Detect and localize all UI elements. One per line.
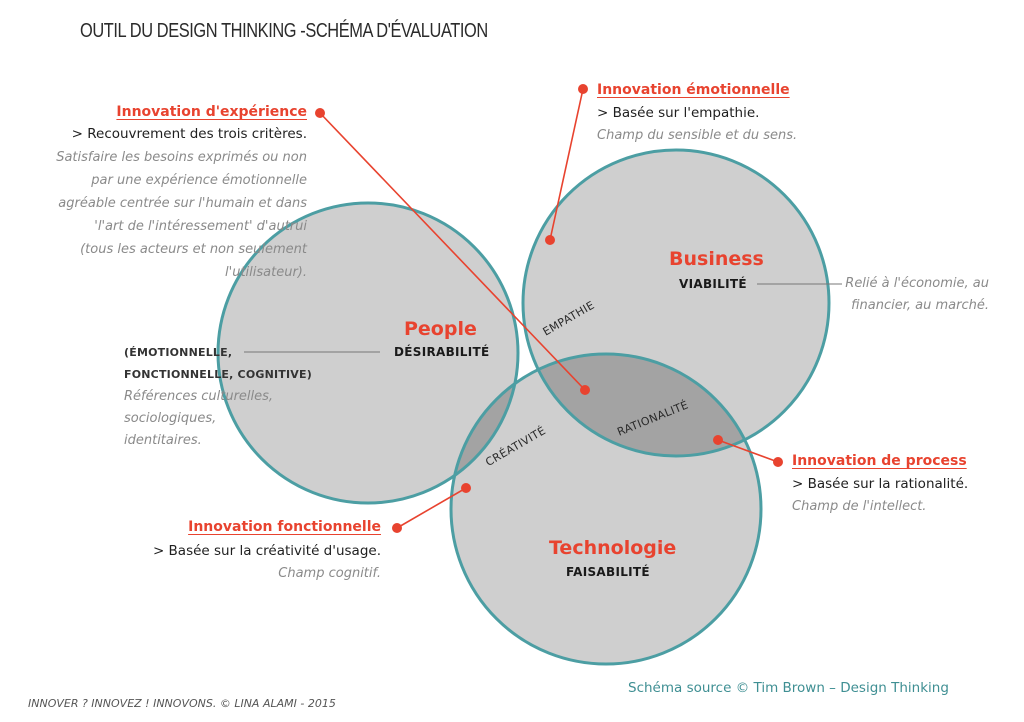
- callout-fonctionnelle-lead: > Basée sur la créativité d'usage.: [152, 543, 381, 559]
- callout-experience-lead: > Recouvrement des trois critères.: [71, 126, 307, 142]
- people-note-line: Références culturelles,: [124, 389, 274, 404]
- callout-emotionnelle-heading: Innovation émotionnelle: [597, 82, 790, 98]
- callout-experience-line: l'utilisateur).: [225, 265, 307, 280]
- footer-credit: INNOVER ? INNOVEZ ! INNOVONS. © LINA ALA…: [28, 697, 336, 710]
- callout-fonctionnelle-note: Champ cognitif.: [278, 566, 381, 581]
- people-subtitle: DÉSIRABILITÉ: [394, 345, 490, 359]
- people-note-line: sociologiques,: [124, 411, 217, 426]
- callout-emotionnelle-note: Champ du sensible et du sens.: [597, 128, 798, 143]
- callout-emotionnelle-lead: > Basée sur l'empathie.: [597, 105, 760, 121]
- callout-experience-line: par une expérience émotionnelle: [91, 173, 307, 188]
- business-subtitle: VIABILITÉ: [679, 277, 747, 291]
- connector-fonctionnelle: [392, 483, 471, 533]
- connector-emotionnelle: [545, 84, 588, 245]
- people-note-caps: FONCTIONNELLE, COGNITIVE): [124, 368, 312, 381]
- technologie-subtitle: FAISABILITÉ: [566, 565, 650, 579]
- business-title: Business: [669, 248, 764, 270]
- connector-process: [713, 435, 783, 467]
- callout-process-lead: > Basée sur la rationalité.: [792, 476, 969, 492]
- business-circle-outline: [521, 148, 831, 458]
- callout-fonctionnelle-heading: Innovation fonctionnelle: [188, 519, 381, 535]
- technologie-title: Technologie: [549, 537, 677, 559]
- callout-experience-heading: Innovation d'expérience: [116, 104, 307, 120]
- people-title: People: [404, 318, 477, 340]
- connector-experience: [315, 108, 590, 395]
- callout-experience-line: 'l'art de l'intéressement' d'autrui: [94, 219, 307, 234]
- callout-process-note: Champ de l'intellect.: [792, 499, 927, 514]
- source-credit: Schéma source © Tim Brown – Design Think…: [628, 680, 949, 696]
- business-note-line: Relié à l'économie, au: [845, 276, 989, 291]
- people-circle-outline: [216, 201, 520, 505]
- technologie-circle-outline: [449, 352, 763, 666]
- business-note-line: financier, au marché.: [851, 298, 989, 313]
- people-note-line: identitaires.: [124, 433, 202, 448]
- callout-experience-line: Satisfaire les besoins exprimés ou non: [56, 150, 307, 165]
- callout-experience-line: (tous les acteurs et non seulement: [80, 242, 307, 257]
- callout-experience-line: agréable centrée sur l'humain et dans: [58, 196, 307, 211]
- people-note-caps: (ÉMOTIONNELLE,: [124, 346, 233, 359]
- callout-process-heading: Innovation de process: [792, 453, 967, 469]
- page-title: OUTIL DU DESIGN THINKING -SCHÉMA D'ÉVALU…: [80, 20, 488, 42]
- people-circle: [218, 203, 518, 503]
